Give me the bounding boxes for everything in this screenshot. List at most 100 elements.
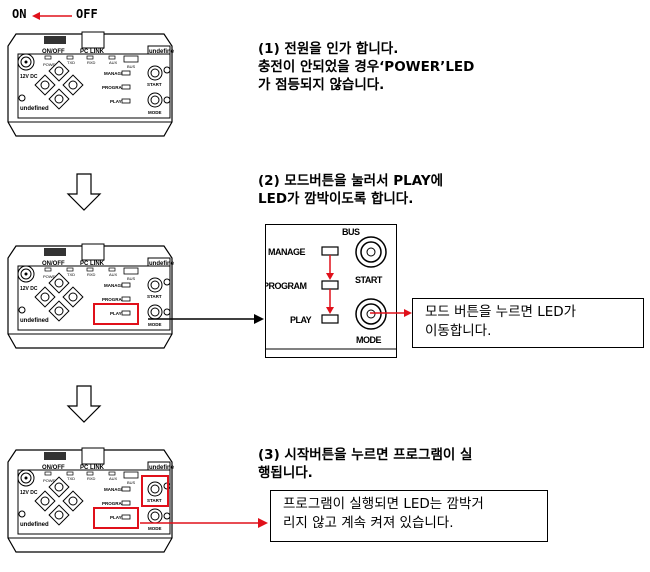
mode-note-line1: 모드 버튼을 누르면 LED가 bbox=[425, 304, 577, 320]
svg-text:TXD: TXD bbox=[67, 60, 75, 65]
svg-text:MODE: MODE bbox=[148, 110, 162, 115]
red-right-arrow-icon bbox=[370, 309, 412, 317]
step1-line3: 가 점등되지 않습니다. bbox=[258, 77, 385, 93]
svg-text:MANAGE: MANAGE bbox=[104, 283, 124, 288]
svg-text:RXD: RXD bbox=[87, 476, 96, 481]
svg-text:AUX: AUX bbox=[109, 60, 118, 65]
step3-text: (3) 시작버튼을 누르면 프로그램이 실 행됩니다. bbox=[258, 446, 472, 482]
svg-text:12V DC: 12V DC bbox=[20, 286, 38, 292]
svg-text:PC LINK: PC LINK bbox=[80, 49, 105, 55]
svg-text:ON/OFF: ON/OFF bbox=[42, 261, 65, 267]
svg-text:BUS: BUS bbox=[127, 276, 136, 281]
svg-text:TXD: TXD bbox=[67, 272, 75, 277]
svg-text:BUS: BUS bbox=[127, 64, 136, 69]
play-label: PLAY bbox=[290, 315, 312, 325]
svg-text:AUX: AUX bbox=[109, 476, 118, 481]
bus-label: BUS bbox=[342, 227, 360, 237]
down-arrow-icon bbox=[66, 173, 102, 211]
svg-text:ON/OFF: ON/OFF bbox=[42, 49, 65, 55]
svg-text:PLAY: PLAY bbox=[110, 311, 122, 316]
svg-text:PLAY: PLAY bbox=[110, 515, 122, 520]
red-right-arrow-icon bbox=[140, 518, 268, 528]
svg-text:undefined: undefined bbox=[149, 49, 174, 55]
step3-line1: (3) 시작버튼을 누르면 프로그램이 실 bbox=[258, 447, 473, 463]
mode-note-box: 모드 버튼을 누르면 LED가 이동합니다. bbox=[412, 298, 644, 348]
cm5-board-drawing: ON/OFF PC LINK undefined 12V DC POWER TX… bbox=[7, 243, 174, 349]
svg-text:START: START bbox=[147, 498, 162, 503]
step1-line2: 충전이 안되었을 경우‘POWER’LED bbox=[258, 59, 475, 75]
play-highlight-box bbox=[93, 507, 139, 529]
svg-text:undefined: undefined bbox=[20, 106, 49, 112]
run-note-line1: 프로그램이 실행되면 LED는 깜박거 bbox=[283, 496, 484, 512]
cm5-controller-board-step2: ON/OFF PC LINK undefined 12V DC POWER TX… bbox=[6, 238, 174, 350]
cm5-controller-board-step1: ON/OFF PC LINK undefined 12V DC POWER TX… bbox=[6, 26, 174, 138]
start-highlight-box bbox=[141, 475, 169, 507]
svg-text:PC LINK: PC LINK bbox=[80, 465, 105, 471]
off-label: OFF bbox=[76, 7, 98, 21]
svg-text:MANAGE: MANAGE bbox=[104, 487, 124, 492]
step1-line1: (1) 전원을 인가 합니다. bbox=[258, 41, 399, 57]
svg-text:MANAGE: MANAGE bbox=[104, 71, 124, 76]
power-switch-indicator: ON OFF bbox=[10, 4, 130, 26]
red-arrowhead-icon bbox=[326, 307, 334, 314]
board-graphic: ON/OFF PC LINK undefined 12V DC POWER TX… bbox=[7, 243, 174, 349]
power-switch-icon bbox=[44, 248, 66, 256]
step2-line1: (2) 모드버튼을 눌러서 PLAY에 bbox=[258, 173, 444, 189]
step2-line2: LED가 깜박이도록 합니다. bbox=[258, 191, 414, 207]
power-switch-icon bbox=[44, 36, 66, 44]
cm5-board-drawing: ON/OFF PC LINK undefined 12V DC POWER TX… bbox=[7, 31, 174, 137]
svg-text:undefined: undefined bbox=[149, 261, 174, 267]
manage-led bbox=[321, 246, 339, 256]
enlarged-control-panel: BUS MANAGE PROGRAM PLAY START MODE bbox=[263, 224, 397, 358]
run-note-line2: 리지 않고 계속 켜져 있습니다. bbox=[283, 515, 454, 531]
run-note-box: 프로그램이 실행되면 LED는 깜박거 리지 않고 계속 켜져 있습니다. bbox=[270, 490, 548, 542]
svg-text:PLAY: PLAY bbox=[110, 99, 122, 104]
svg-text:PROGRAM: PROGRAM bbox=[102, 501, 126, 506]
start-label: START bbox=[355, 275, 383, 285]
svg-text:PROGRAM: PROGRAM bbox=[102, 85, 126, 90]
svg-text:12V DC: 12V DC bbox=[20, 490, 38, 496]
svg-text:MODE: MODE bbox=[148, 526, 162, 531]
svg-text:undefined: undefined bbox=[149, 465, 174, 471]
svg-text:POWER: POWER bbox=[43, 62, 58, 67]
enlarged-panel-drawing: BUS MANAGE PROGRAM PLAY START MODE bbox=[263, 227, 396, 350]
power-switch-icon bbox=[44, 452, 66, 460]
svg-text:MODE: MODE bbox=[148, 322, 162, 327]
mode-label: MODE bbox=[356, 335, 381, 345]
svg-text:undefined: undefined bbox=[20, 522, 49, 528]
svg-text:POWER: POWER bbox=[43, 478, 58, 483]
down-arrow-icon bbox=[66, 385, 102, 423]
cm5-controller-board-step3: ON/OFF PC LINK undefined 12V DC POWER TX… bbox=[6, 442, 174, 554]
step2-text: (2) 모드버튼을 눌러서 PLAY에 LED가 깜박이도록 합니다. bbox=[258, 172, 443, 208]
svg-text:12V DC: 12V DC bbox=[20, 74, 38, 80]
red-left-arrow-icon bbox=[32, 12, 72, 20]
step3-line2: 행됩니다. bbox=[258, 465, 313, 481]
play-highlight-box bbox=[93, 303, 139, 325]
svg-text:RXD: RXD bbox=[87, 272, 96, 277]
svg-text:AUX: AUX bbox=[109, 272, 118, 277]
board-graphic: ON/OFF PC LINK undefined 12V DC POWER TX… bbox=[7, 447, 174, 553]
svg-text:PC LINK: PC LINK bbox=[80, 261, 105, 267]
cm5-board-drawing: ON/OFF PC LINK undefined 12V DC POWER TX… bbox=[7, 447, 174, 553]
step1-text: (1) 전원을 인가 합니다. 충전이 안되었을 경우‘POWER’LED 가 … bbox=[258, 40, 474, 94]
svg-text:ON/OFF: ON/OFF bbox=[42, 465, 65, 471]
red-arrowhead-icon bbox=[326, 273, 334, 280]
on-label: ON bbox=[12, 7, 27, 21]
svg-text:RXD: RXD bbox=[87, 60, 96, 65]
right-arrow-icon bbox=[148, 314, 264, 324]
svg-text:START: START bbox=[147, 294, 162, 299]
mode-button[interactable] bbox=[355, 298, 387, 330]
program-label: PROGRAM bbox=[266, 281, 307, 291]
program-led bbox=[321, 280, 339, 290]
start-button[interactable] bbox=[355, 236, 387, 268]
manage-label: MANAGE bbox=[268, 247, 305, 257]
svg-text:START: START bbox=[147, 82, 162, 87]
board-graphic: ON/OFF PC LINK undefined 12V DC POWER TX… bbox=[7, 31, 174, 137]
svg-text:BUS: BUS bbox=[127, 480, 136, 485]
svg-text:PROGRAM: PROGRAM bbox=[102, 297, 126, 302]
play-led bbox=[321, 314, 339, 324]
svg-text:TXD: TXD bbox=[67, 476, 75, 481]
mode-note-line2: 이동합니다. bbox=[425, 323, 492, 339]
svg-text:undefined: undefined bbox=[20, 318, 49, 324]
svg-text:POWER: POWER bbox=[43, 274, 58, 279]
